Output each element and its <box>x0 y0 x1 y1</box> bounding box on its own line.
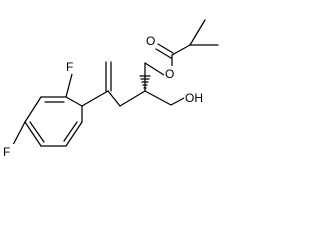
bond-ch2-vinyl-carbon <box>107 90 121 107</box>
ring-bond-c1-c2 <box>65 96 83 107</box>
bond-stereocenter-ch2 <box>119 90 146 107</box>
bond-alpha-carbonyl <box>171 44 191 56</box>
label-bg-hydroxyl <box>184 90 208 105</box>
ring-bond-c6-c1 <box>65 121 83 147</box>
bond-ch2-hydroxyl <box>170 97 185 106</box>
bond-vinyl-to-ring <box>81 90 109 107</box>
carbonyl-oxygen-label: O <box>146 34 155 48</box>
ester-oxygen-label: O <box>165 67 174 81</box>
bond-ring-fluorine-ortho <box>65 73 73 98</box>
bond-carbonyl-double-2 <box>155 48 172 59</box>
bond-stereocenter-ch2-oh <box>144 90 172 106</box>
label-bg-ester-oxygen <box>164 66 176 81</box>
difluorophenyl-ring <box>12 73 83 147</box>
bond-ring-fluorine-para <box>12 121 26 146</box>
label-bg-carbonyl-oxygen <box>145 33 157 48</box>
ring-inner-bond-3 <box>63 121 78 142</box>
chemical-structure-diagram: O O OH F F <box>2 19 219 159</box>
bond-carbonyl-double-1 <box>157 43 174 54</box>
carbon-chain <box>81 61 185 107</box>
ring-bond-c4-c5 <box>24 121 42 147</box>
ring-bond-c3-c4 <box>24 96 42 123</box>
bond-isopropyl-methyl-upper <box>189 19 206 46</box>
bond-ester-oxygen-ch2 <box>144 62 165 76</box>
atom-labels: O O OH F F <box>2 33 208 159</box>
ring-inner-bond-2 <box>29 121 45 143</box>
hydroxyl-label: OH <box>185 91 203 105</box>
fluorine-para-label: F <box>3 145 10 159</box>
label-bg-fluorine-ortho <box>65 59 77 74</box>
isobutyrate-group <box>155 19 219 68</box>
fluorine-ortho-label: F <box>66 60 73 74</box>
label-bg-fluorine-para <box>2 144 14 159</box>
hashed-wedge-stereo-bond <box>139 75 151 92</box>
